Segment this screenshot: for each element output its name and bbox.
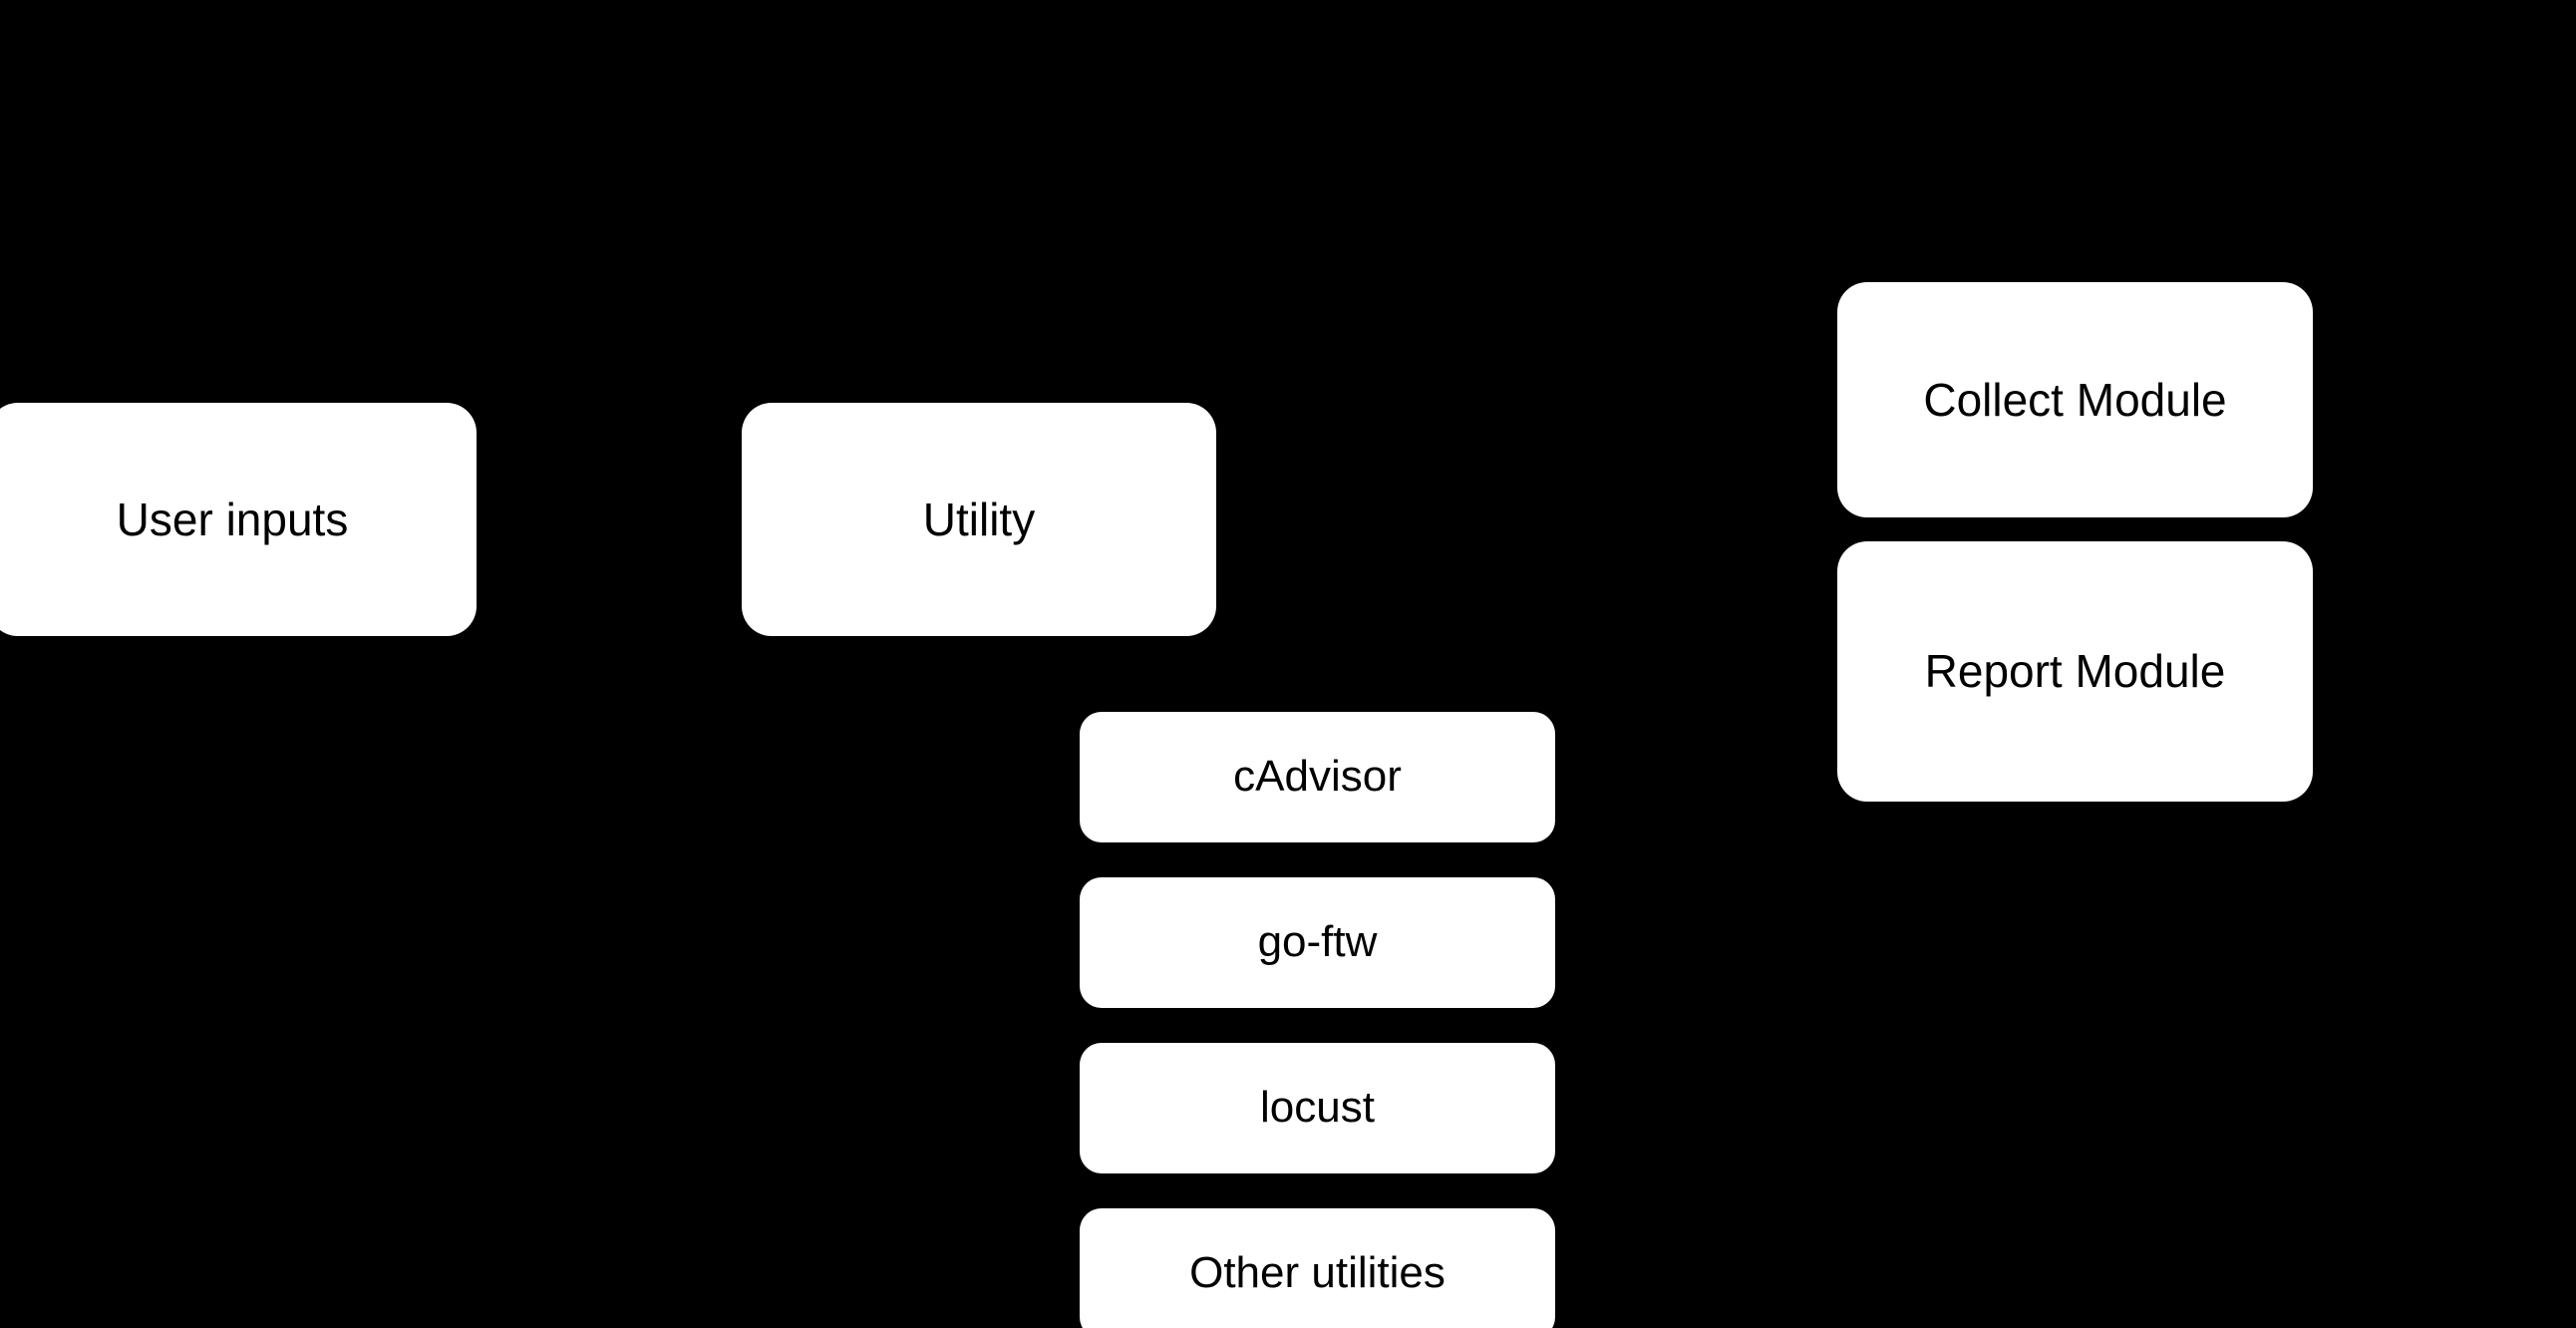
node-cadvisor[interactable]: cAdvisor [1080, 712, 1555, 842]
node-other-utilities-label: Other utilities [1189, 1248, 1446, 1298]
node-utility[interactable]: Utility [742, 403, 1216, 636]
node-go-ftw[interactable]: go-ftw [1080, 877, 1555, 1008]
node-go-ftw-label: go-ftw [1257, 917, 1378, 967]
node-user-inputs-label: User inputs [116, 493, 349, 545]
node-cadvisor-label: cAdvisor [1233, 752, 1402, 802]
node-collect-module-label: Collect Module [1923, 373, 2227, 426]
node-other-utilities[interactable]: Other utilities [1080, 1208, 1555, 1328]
node-locust[interactable]: locust [1080, 1043, 1555, 1173]
node-report-module[interactable]: Report Module [1837, 541, 2313, 802]
node-utility-label: Utility [922, 493, 1036, 545]
node-locust-label: locust [1260, 1083, 1375, 1133]
node-collect-module[interactable]: Collect Module [1837, 282, 2313, 517]
node-user-inputs[interactable]: User inputs [0, 403, 477, 636]
node-report-module-label: Report Module [1924, 645, 2226, 698]
